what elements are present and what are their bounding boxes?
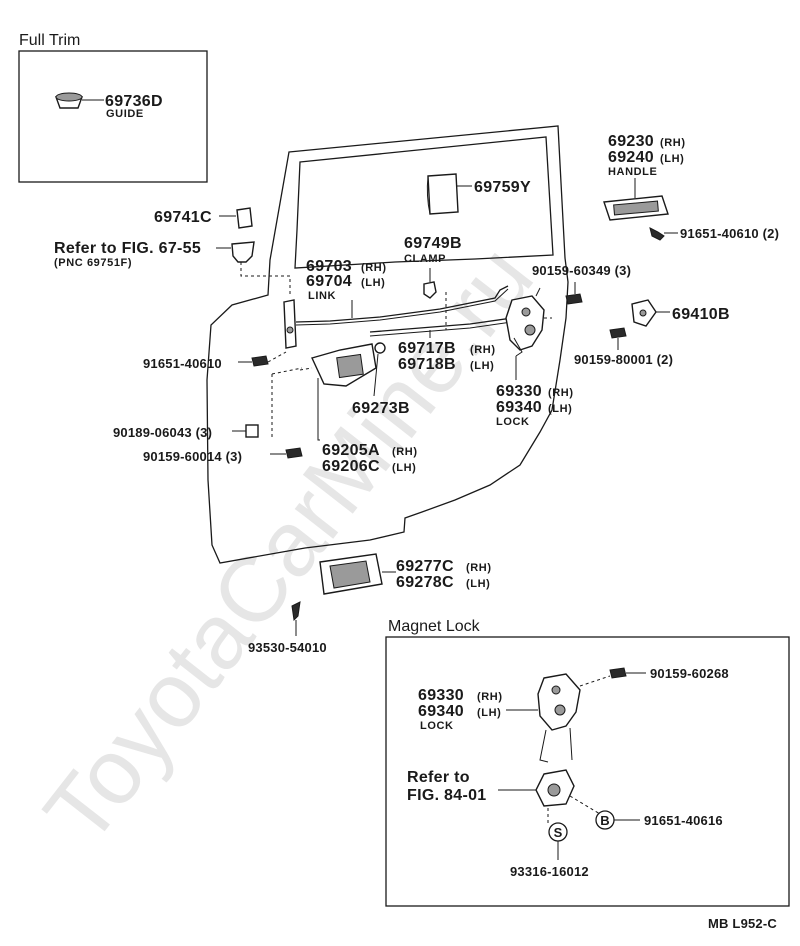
link-bracket-icon: [283, 299, 297, 349]
label-69277c-rh: (RH): [466, 562, 492, 574]
label-69330-rh: (RH): [548, 387, 574, 399]
part-91651-40616: 91651-40616: [644, 813, 723, 828]
magnet-lock-title: Magnet Lock: [388, 618, 481, 635]
part-69278c: 69278C: [396, 574, 454, 591]
part-93530-54010: 93530-54010: [248, 640, 327, 655]
label-69704-lh: (LH): [361, 277, 385, 289]
door-outline: [206, 125, 569, 564]
door-lock-assembly-icon: [505, 287, 552, 357]
part-69205a: 69205A: [322, 442, 380, 459]
label-69240-lh: (LH): [660, 153, 684, 165]
magnet-lock-assembly-icon: [535, 673, 611, 824]
part-69240: 69240: [608, 149, 654, 166]
screw-90159-60349-icon: [565, 282, 583, 305]
clip-69741c-icon: [219, 207, 253, 229]
callout-b-icon: B: [595, 810, 640, 830]
clamp-69749b-icon: [423, 268, 447, 330]
inside-handle-mechanism-icon: [271, 343, 377, 440]
magnet-part-69340: 69340: [418, 703, 464, 720]
part-69273b: 69273B: [352, 400, 410, 417]
part-69330: 69330: [496, 383, 542, 400]
refer-fig-84-01: FIG. 84-01: [407, 787, 486, 804]
pnc-69751f: (PNC 69751F): [54, 257, 132, 269]
callout-b-letter: B: [600, 813, 610, 828]
clamp-label: CLAMP: [404, 253, 446, 265]
striker-69410b-icon: [631, 299, 670, 327]
magnet-part-69330: 69330: [418, 687, 464, 704]
guide-clip-icon: [55, 92, 104, 109]
handle-label: HANDLE: [608, 166, 657, 178]
part-69230: 69230: [608, 133, 654, 150]
part-69410b: 69410B: [672, 306, 730, 323]
callout-s-icon: S: [548, 822, 568, 860]
part-90189-06043-3: 90189-06043 (3): [113, 425, 212, 440]
lock-label: LOCK: [496, 416, 530, 428]
screw-93530-54010-icon: [291, 601, 301, 636]
part-69340: 69340: [496, 399, 542, 416]
label-69703-rh: (RH): [361, 262, 387, 274]
label-69340-lh: (LH): [548, 403, 572, 415]
magnet-label-69340-lh: (LH): [477, 707, 501, 719]
footer-code: MB L952-C: [708, 916, 777, 931]
part-90159-60268: 90159-60268: [650, 666, 729, 681]
refer-to-label: Refer to: [407, 769, 470, 786]
refer-fig-67-55: Refer to FIG. 67-55: [54, 240, 201, 257]
full-trim-box: [18, 50, 208, 183]
magnet-lock-box: [385, 636, 790, 907]
part-69206c: 69206C: [322, 458, 380, 475]
clip-69751f-icon: [216, 241, 291, 296]
outside-handle-icon: [603, 178, 669, 221]
part-69703: 69703: [306, 258, 352, 275]
label-69205a-rh: (RH): [392, 446, 418, 458]
full-trim-title: Full Trim: [19, 32, 80, 49]
inside-handle-bezel-icon: [319, 553, 396, 595]
part-93316-16012: 93316-16012: [510, 864, 589, 879]
part-69277c: 69277C: [396, 558, 454, 575]
nut-90189-06043-icon: [232, 424, 259, 438]
screw-90159-80001-icon: [609, 327, 627, 350]
label-69717b-rh: (RH): [470, 344, 496, 356]
part-90159-80001-2: 90159-80001 (2): [574, 352, 673, 367]
guide-label: GUIDE: [106, 108, 144, 120]
label-69206c-lh: (LH): [392, 462, 416, 474]
part-91651-40610: 91651-40610: [143, 356, 222, 371]
label-69230-rh: (RH): [660, 137, 686, 149]
part-90159-60014-3: 90159-60014 (3): [143, 449, 242, 464]
label-69278c-lh: (LH): [466, 578, 490, 590]
part-90159-60349-3: 90159-60349 (3): [532, 263, 631, 278]
magnet-label-69330-rh: (RH): [477, 691, 503, 703]
part-69717b: 69717B: [398, 340, 456, 357]
bolt-91651-40610-2-icon: [649, 227, 678, 241]
part-69749b: 69749B: [404, 235, 462, 252]
part-69718b: 69718B: [398, 356, 456, 373]
magnet-lock-label: LOCK: [420, 720, 454, 732]
part-91651-40610-2: 91651-40610 (2): [680, 226, 779, 241]
screw-91651-40610-icon: [238, 351, 287, 367]
part-69736d: 69736D: [105, 93, 163, 110]
link-rod: [295, 285, 509, 326]
screw-90159-60268-icon: [609, 667, 646, 679]
part-69704: 69704: [306, 273, 352, 290]
pad-69759y-icon: [426, 173, 472, 215]
callout-s-letter: S: [554, 825, 563, 840]
screw-90159-60014-icon: [270, 447, 303, 459]
part-69759y: 69759Y: [474, 179, 531, 196]
link-label: LINK: [308, 290, 336, 302]
clip-69273b-icon: [373, 342, 386, 397]
part-69741c: 69741C: [154, 209, 212, 226]
label-69718b-lh: (LH): [470, 360, 494, 372]
